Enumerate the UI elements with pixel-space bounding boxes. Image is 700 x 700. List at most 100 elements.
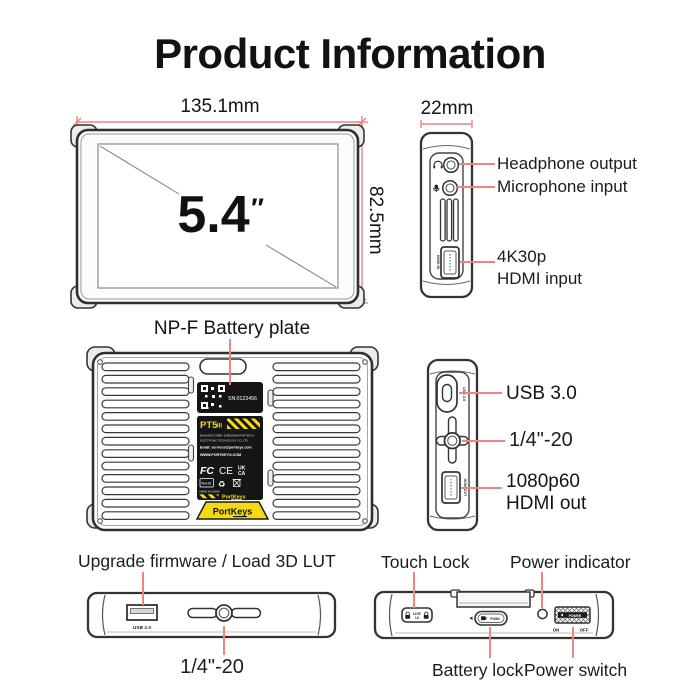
battery-plate-handle-slot xyxy=(199,358,247,375)
power-text: POWER xyxy=(569,614,582,618)
microphone-input-label: Microphone input xyxy=(497,177,628,196)
front-view-drawing xyxy=(70,116,368,309)
serial-number: SN:0123456 xyxy=(228,396,257,402)
ukca-logo-line2: CA xyxy=(238,471,246,477)
touch-lock-text-line2: UI xyxy=(415,616,418,620)
hazard-stripes-small xyxy=(199,494,219,499)
lock-icon-right xyxy=(423,611,429,619)
website: WWW.PORTKEYS.COM xyxy=(200,453,241,457)
hdmi-in-port-inner xyxy=(443,250,457,275)
battery-glyph xyxy=(481,616,486,621)
usb2-port-text: USB 2.0 xyxy=(133,625,151,631)
hdmi-out-port-inner xyxy=(444,475,458,500)
battery-lock-arrow xyxy=(469,616,473,620)
serial-sticker: SN:0123456 xyxy=(197,382,263,413)
leader-mount-bottom xyxy=(223,626,225,655)
model-name: PT5 xyxy=(200,420,218,431)
brand-small-underline xyxy=(231,499,242,500)
microphone-jack xyxy=(441,179,459,197)
inch-mark: ″ xyxy=(249,193,263,224)
front-width-dimension: 135.1mm xyxy=(180,96,260,117)
bottom-quarter-twenty-mount xyxy=(187,604,262,622)
screen-diagonal-line-1 xyxy=(99,145,180,195)
made-in: MADE IN CHINA xyxy=(200,490,221,494)
power-switch-slider: POWER xyxy=(554,606,591,624)
plate-latch-tabs xyxy=(187,376,274,487)
touch-lock-button: LIVE UI xyxy=(401,607,433,623)
mount-bottom-label: 1/4"-20 xyxy=(180,656,244,678)
leader-usb2 xyxy=(142,572,144,605)
side-vents xyxy=(439,198,459,242)
rohs-box xyxy=(199,478,214,488)
back-view-drawing: SN:0123456 PT5 III MANUFACTURER: SHENZHE… xyxy=(86,346,379,532)
leader-power-switch xyxy=(572,627,574,658)
hazard-stripes xyxy=(227,418,260,429)
side2-bottom-seam xyxy=(429,515,476,520)
manufacturer-line1: MANUFACTURER: SHENZHEN PORTKEYS xyxy=(200,434,254,438)
firmware-callout: Upgrade firmware / Load 3D LUT xyxy=(78,551,336,571)
leader-battery-plate xyxy=(229,339,231,385)
off-text: OFF xyxy=(580,628,589,633)
power-switch-label: Power switch xyxy=(524,660,628,680)
headphone-icon xyxy=(433,160,443,169)
side-bottom-seam xyxy=(422,280,471,285)
top-view-drawing: LIVE UI PUSH POWER ON OFF xyxy=(373,589,615,640)
side2-top-seam xyxy=(429,370,476,375)
qr-finder-centers xyxy=(203,387,223,407)
quarter-twenty-mount xyxy=(435,416,469,464)
fcc-logo: FC xyxy=(200,465,214,477)
hdmi-out-label-line1: 1080p60 xyxy=(506,471,580,492)
depth-dimension-line xyxy=(420,120,473,128)
lock-icon-left xyxy=(405,611,411,619)
power-indicator-led xyxy=(537,608,548,620)
screen-size-label: 5.4″ xyxy=(177,186,263,244)
leader-hdmi-out xyxy=(461,487,502,489)
battery-glyph-terminal xyxy=(485,617,487,620)
leader-touch-lock xyxy=(413,572,415,608)
leader-hdmi-in xyxy=(460,261,495,263)
power-arrow xyxy=(560,613,563,617)
side-top-seam xyxy=(422,145,471,150)
mount-side-label: 1/4"-20 xyxy=(509,429,573,451)
touch-lock-label: Touch Lock xyxy=(381,552,470,572)
microphone-jack-inner xyxy=(445,183,455,193)
hdmi-input-label-line2: HDMI input xyxy=(497,269,583,288)
hdmi-in-port xyxy=(440,246,460,279)
leader-microphone xyxy=(457,186,495,188)
headphone-output-label: Headphone output xyxy=(497,154,637,173)
battery-lock-label: Battery lock xyxy=(432,660,524,680)
model-suffix: III xyxy=(217,424,222,430)
page-title: Product Information xyxy=(154,30,546,77)
hdmi-out-label-line2: HDMI out xyxy=(506,493,587,514)
ce-logo: CE xyxy=(219,466,233,477)
top-left-cap xyxy=(388,593,393,637)
leader-headphone xyxy=(459,163,495,165)
manufacturer-line2: ELECTRONIC TECHNOLOGY CO.,LTD xyxy=(200,439,248,443)
headphone-jack-inner xyxy=(446,160,456,170)
touch-lock-text-line1: LIVE xyxy=(413,612,421,616)
bottom-view-drawing: USB 2.0 xyxy=(86,591,337,639)
weee-bin-icon xyxy=(232,479,241,487)
usb3-label: USB 3.0 xyxy=(506,383,577,404)
brand-logo-underline xyxy=(233,516,247,518)
headphone-jack xyxy=(442,156,460,174)
hdmi-out-port xyxy=(441,471,461,504)
recycle-icon: ♻ xyxy=(218,479,226,489)
back-corner-screws xyxy=(97,359,368,524)
microphone-icon xyxy=(433,184,440,193)
bottom-right-cap xyxy=(317,594,322,636)
rohs-text: RoHS xyxy=(202,482,212,486)
brand-small: PortKeys xyxy=(222,494,246,500)
push-text: PUSH xyxy=(490,617,500,621)
top-right-cap xyxy=(595,593,600,637)
depth-dimension: 22mm xyxy=(420,98,474,119)
front-height-dimension: 82.5mm xyxy=(365,186,386,255)
leader-mount-side xyxy=(462,440,505,442)
screen-diagonal-line-2 xyxy=(265,244,337,288)
product-label: PT5 III MANUFACTURER: SHENZHEN PORTKEYS … xyxy=(197,416,263,500)
usb-c-port xyxy=(441,383,453,403)
leader-usb3 xyxy=(459,392,502,394)
usb-a-tongue xyxy=(130,608,154,614)
brand-tab: PortKeys xyxy=(195,501,270,520)
